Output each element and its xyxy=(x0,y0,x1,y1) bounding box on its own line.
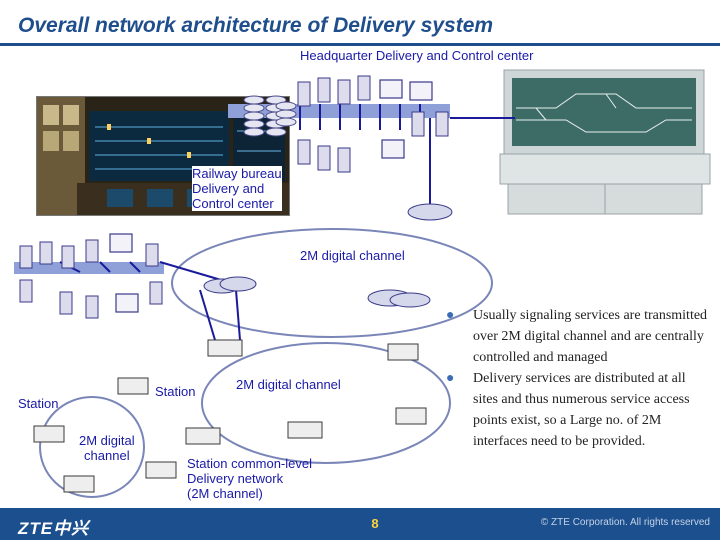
station-network-label: Station common-level Delivery network (2… xyxy=(187,456,312,501)
bullet-text: Usually signaling services are transmitt… xyxy=(473,308,708,365)
bullet-item-signaling: ● Usually signaling services are transmi… xyxy=(446,305,708,368)
station-ring-left xyxy=(39,396,145,498)
control-room-photo xyxy=(36,96,290,216)
network-diagram xyxy=(14,75,515,498)
bureau-workstations xyxy=(19,239,163,319)
copyright-text: © ZTE Corporation. All rights reserved xyxy=(540,517,710,528)
hq-center-label: Headquarter Delivery and Control center xyxy=(300,48,534,63)
bullet-dot-icon: ● xyxy=(446,308,455,323)
hq-workstations xyxy=(297,75,449,173)
station-inner-label: Station xyxy=(155,384,196,399)
page-number: 8 xyxy=(371,516,379,531)
channel-middle-label: 2M digital channel xyxy=(236,377,341,392)
bureau-ring xyxy=(171,228,493,338)
bureau-lan-bar xyxy=(14,262,164,274)
bullet-text: Delivery services are distributed at all… xyxy=(473,371,690,449)
railway-bureau-label: Railway bureau Delivery and Control cent… xyxy=(192,166,282,211)
bullet-dot-icon: ● xyxy=(446,371,455,386)
control-panel-photo xyxy=(496,64,714,218)
station-ring xyxy=(201,342,451,464)
bullet-list: ● Usually signaling services are transmi… xyxy=(446,305,708,452)
bullet-item-delivery: ● Delivery services are distributed at a… xyxy=(446,368,708,452)
zte-logo: ZTE中兴 xyxy=(18,519,90,538)
channel-left-label: 2M digital channel xyxy=(79,433,135,463)
hq-monitors xyxy=(379,79,433,159)
title-divider xyxy=(0,43,720,46)
slide-title: Overall network architecture of Delivery… xyxy=(18,14,494,37)
database-icon xyxy=(243,95,297,137)
footer-bar xyxy=(0,508,720,540)
station-outer-label: Station xyxy=(18,396,59,411)
bureau-monitors xyxy=(109,233,139,313)
router-icon xyxy=(203,203,453,308)
channel-top-label: 2M digital channel xyxy=(300,248,405,263)
station-device-icon xyxy=(33,339,427,493)
